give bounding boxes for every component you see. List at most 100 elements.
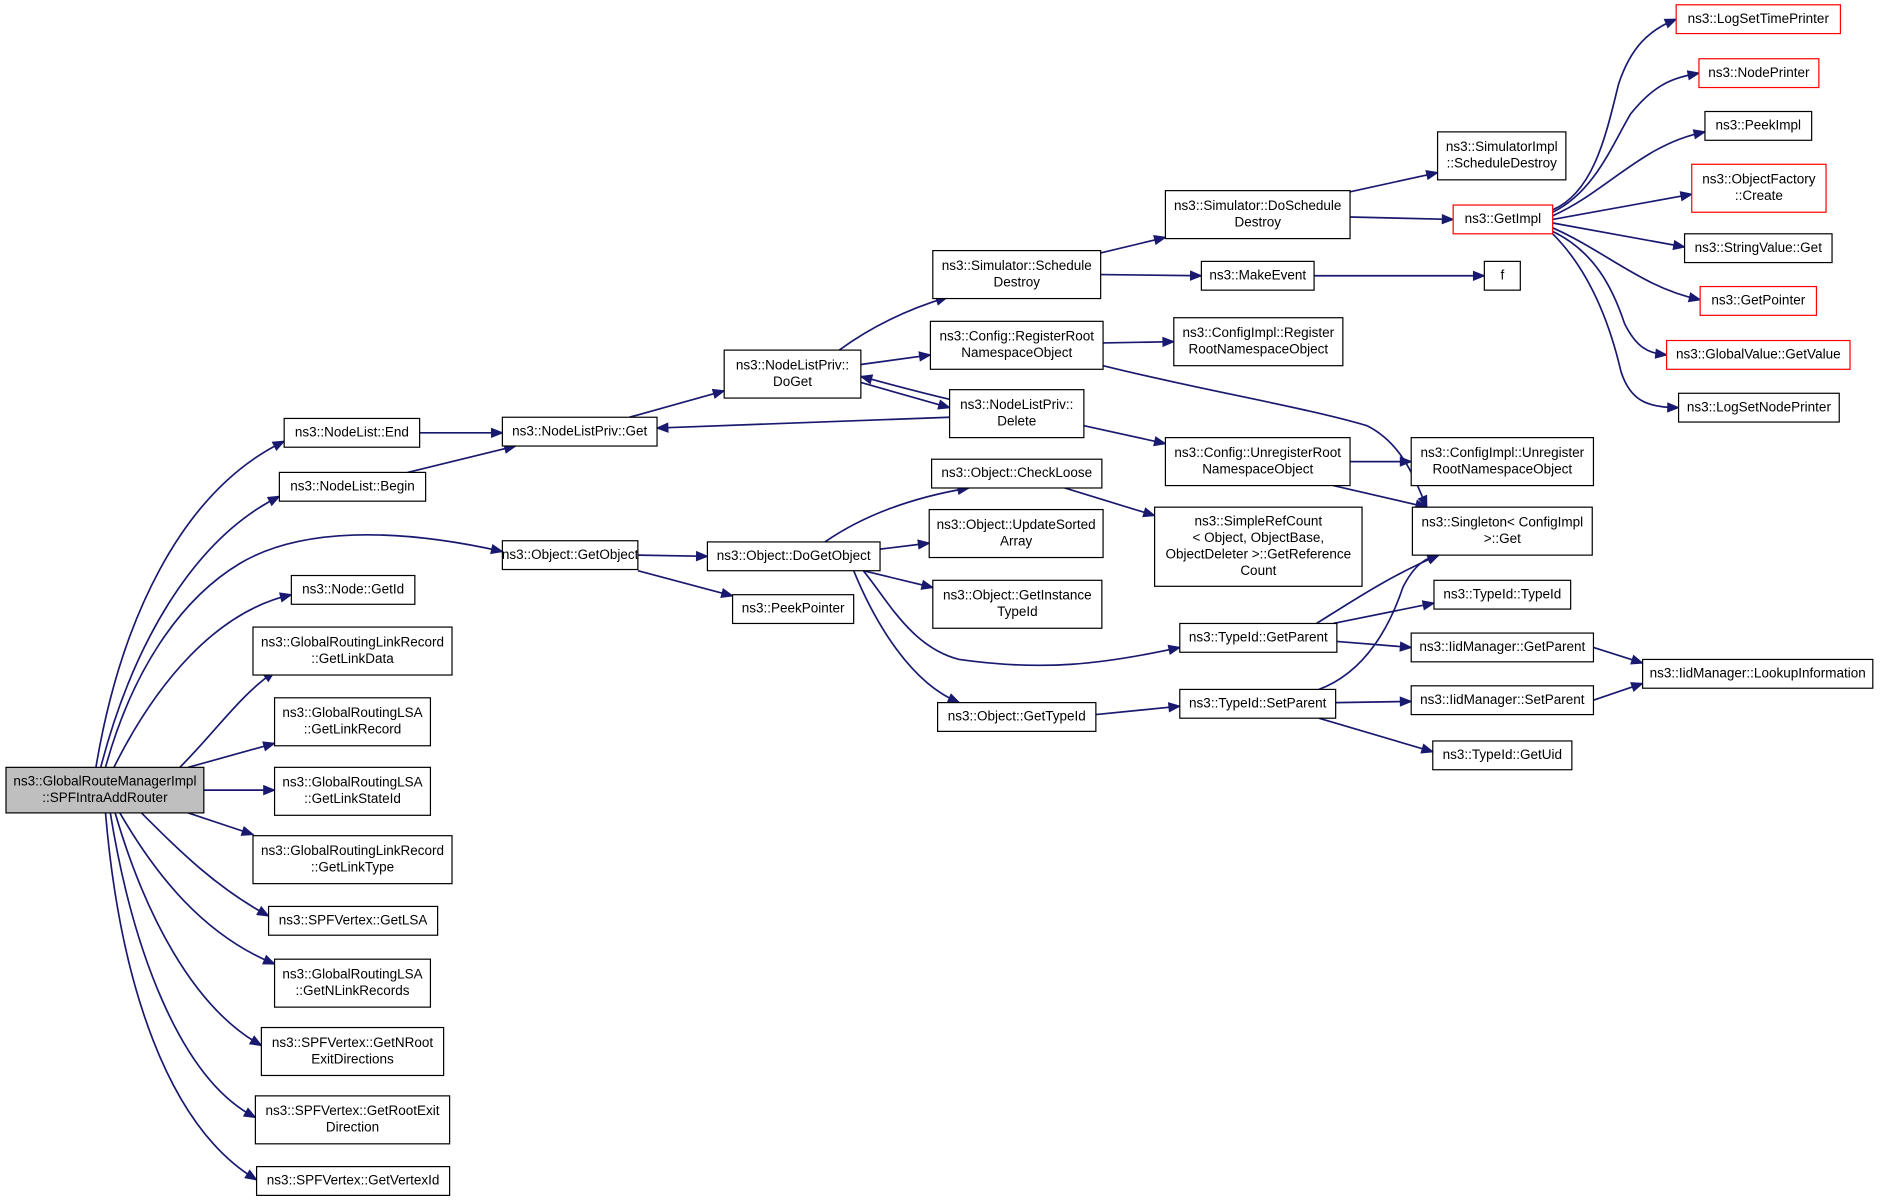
node-grlr-getlinkdata[interactable]: ns3::GlobalRoutingLinkRecord::GetLinkDat… xyxy=(252,626,453,676)
call-edge-line xyxy=(838,296,948,351)
call-edge xyxy=(862,570,1182,667)
node-grlr-getlinktype[interactable]: ns3::GlobalRoutingLinkRecord::GetLinkTyp… xyxy=(252,835,453,885)
call-edge xyxy=(419,427,504,439)
node-label: ::GetLinkData xyxy=(311,651,394,666)
node-label: ns3::ObjectFactory xyxy=(1702,172,1816,187)
node-globalvalue-getvalue[interactable]: ns3::GlobalValue::GetValue xyxy=(1665,339,1851,370)
node-f[interactable]: f xyxy=(1483,260,1521,291)
arrow-head-icon xyxy=(1630,654,1645,665)
call-edge-line xyxy=(104,534,503,768)
node-root[interactable]: ns3::GlobalRouteManagerImpl::SPFIntraAdd… xyxy=(5,766,205,814)
node-box xyxy=(931,458,1103,489)
call-edge xyxy=(1064,487,1157,518)
node-singleton-get[interactable]: ns3::Singleton< ConfigImpl>::Get xyxy=(1411,506,1593,556)
node-box xyxy=(731,594,855,625)
call-edge-line xyxy=(852,570,960,704)
call-edge xyxy=(1552,70,1701,213)
node-nlp-delete[interactable]: ns3::NodeListPriv::Delete xyxy=(948,389,1085,439)
node-objectfactory-create[interactable]: ns3::ObjectFactory::Create xyxy=(1691,163,1827,213)
node-object-gettypeid[interactable]: ns3::Object::GetTypeId xyxy=(937,702,1097,732)
node-getimpl[interactable]: ns3::GetImpl xyxy=(1452,204,1554,235)
arrow-head-icon xyxy=(1687,292,1702,303)
node-label: DoGet xyxy=(773,374,812,389)
node-makeevent[interactable]: ns3::MakeEvent xyxy=(1200,260,1315,291)
node-iid-setparent[interactable]: ns3::IidManager::SetParent xyxy=(1410,685,1595,716)
call-edge-line xyxy=(99,495,280,768)
node-nlp-get[interactable]: ns3::NodeListPriv::Get xyxy=(501,416,658,447)
node-box xyxy=(1179,622,1338,653)
call-edge xyxy=(1350,456,1413,467)
node-label: ns3::SPFVertex::GetVertexId xyxy=(267,1173,440,1188)
node-box xyxy=(1433,579,1572,610)
node-config-unregister[interactable]: ns3::Config::UnregisterRootNamespaceObje… xyxy=(1164,437,1351,487)
call-edge-line xyxy=(179,670,276,768)
arrow-head-icon xyxy=(695,550,710,562)
call-edge xyxy=(114,812,263,1047)
arrow-head-icon xyxy=(244,1169,258,1181)
node-typeid-setparent[interactable]: ns3::TypeId::SetParent xyxy=(1179,688,1337,719)
node-grlsa-getlinkrecord[interactable]: ns3::GlobalRoutingLSA::GetLinkRecord xyxy=(273,697,432,747)
node-getpointer[interactable]: ns3::GetPointer xyxy=(1699,285,1818,316)
node-label: ::ScheduleDestroy xyxy=(1447,156,1558,171)
call-edge-line xyxy=(657,416,950,429)
arrow-head-icon xyxy=(1399,641,1413,652)
node-configimpl-register[interactable]: ns3::ConfigImpl::RegisterRootNamespaceOb… xyxy=(1173,317,1344,367)
call-edge-line xyxy=(1350,216,1454,221)
node-box xyxy=(1677,392,1840,423)
node-typeid-getparent[interactable]: ns3::TypeId::GetParent xyxy=(1179,622,1338,653)
call-edge xyxy=(407,443,518,474)
node-label: ns3::Object::GetTypeId xyxy=(948,709,1086,724)
call-edge xyxy=(1552,129,1707,217)
node-nodelist-end[interactable]: ns3::NodeList::End xyxy=(283,417,421,448)
call-edge-line xyxy=(637,569,733,597)
node-object-getobject[interactable]: ns3::Object::GetObject xyxy=(501,540,639,571)
node-nodelist-begin[interactable]: ns3::NodeList::Begin xyxy=(278,471,427,502)
node-spf-getlsa[interactable]: ns3::SPFVertex::GetLSA xyxy=(267,905,439,936)
node-label: Direction xyxy=(326,1120,379,1135)
node-box xyxy=(252,835,453,885)
node-iid-lookup[interactable]: ns3::IidManager::LookupInformation xyxy=(1642,658,1874,689)
node-logsetnodeprinter[interactable]: ns3::LogSetNodePrinter xyxy=(1677,392,1840,423)
arrow-head-icon xyxy=(1153,235,1167,246)
node-peekpointer[interactable]: ns3::PeekPointer xyxy=(731,594,855,625)
node-label: ExitDirections xyxy=(311,1051,394,1066)
node-label: ns3::MakeEvent xyxy=(1209,267,1306,282)
node-label: f xyxy=(1500,267,1504,282)
node-label: ns3::PeekPointer xyxy=(742,601,845,616)
node-stringvalue-get[interactable]: ns3::StringValue::Get xyxy=(1683,233,1833,264)
node-grlsa-getlinkstateid[interactable]: ns3::GlobalRoutingLSA::GetLinkStateId xyxy=(273,766,432,816)
node-nlp-doget[interactable]: ns3::NodeListPriv::DoGet xyxy=(723,349,862,399)
node-typeid-getuid[interactable]: ns3::TypeId::GetUid xyxy=(1432,740,1573,771)
call-edge-line xyxy=(863,569,934,589)
node-simplerefcount[interactable]: ns3::SimpleRefCount< Object, ObjectBase,… xyxy=(1154,506,1363,587)
node-configimpl-unregister[interactable]: ns3::ConfigImpl::UnregisterRootNamespace… xyxy=(1410,437,1595,487)
node-spf-getvertexid[interactable]: ns3::SPFVertex::GetVertexId xyxy=(255,1166,451,1196)
call-edge-line xyxy=(1552,131,1706,217)
node-label: < Object, ObjectBase, xyxy=(1192,530,1324,545)
node-typeid-typeid[interactable]: ns3::TypeId::TypeId xyxy=(1433,579,1572,610)
arrow-head-icon xyxy=(1167,702,1182,713)
node-label: ns3::PeekImpl xyxy=(1716,118,1802,133)
node-box xyxy=(283,417,421,448)
node-label: ns3::Object::GetInstance xyxy=(943,588,1092,603)
call-edge-line xyxy=(119,812,275,965)
node-sim-scheduledestroy[interactable]: ns3::Simulator::ScheduleDestroy xyxy=(932,249,1102,300)
call-edge xyxy=(637,550,710,562)
arrow-head-icon xyxy=(655,422,669,433)
node-label: ns3::NodeList::End xyxy=(295,424,409,439)
node-simimpl-scheduledestroy[interactable]: ns3::SimulatorImpl::ScheduleDestroy xyxy=(1436,131,1567,181)
node-node-getid[interactable]: ns3::Node::GetId xyxy=(290,574,416,605)
node-nodeprinter[interactable]: ns3::NodePrinter xyxy=(1698,58,1820,89)
node-object-dogetobject[interactable]: ns3::Object::DoGetObject xyxy=(706,541,881,572)
node-object-checkloose[interactable]: ns3::Object::CheckLoose xyxy=(931,458,1103,489)
node-logsettimeprinter[interactable]: ns3::LogSetTimePrinter xyxy=(1675,4,1842,35)
node-iid-getparent[interactable]: ns3::IidManager::GetParent xyxy=(1410,632,1595,663)
node-grlsa-getnlinkrecords[interactable]: ns3::GlobalRoutingLSA::GetNLinkRecords xyxy=(273,958,432,1008)
node-peekimpl[interactable]: ns3::PeekImpl xyxy=(1704,110,1813,141)
